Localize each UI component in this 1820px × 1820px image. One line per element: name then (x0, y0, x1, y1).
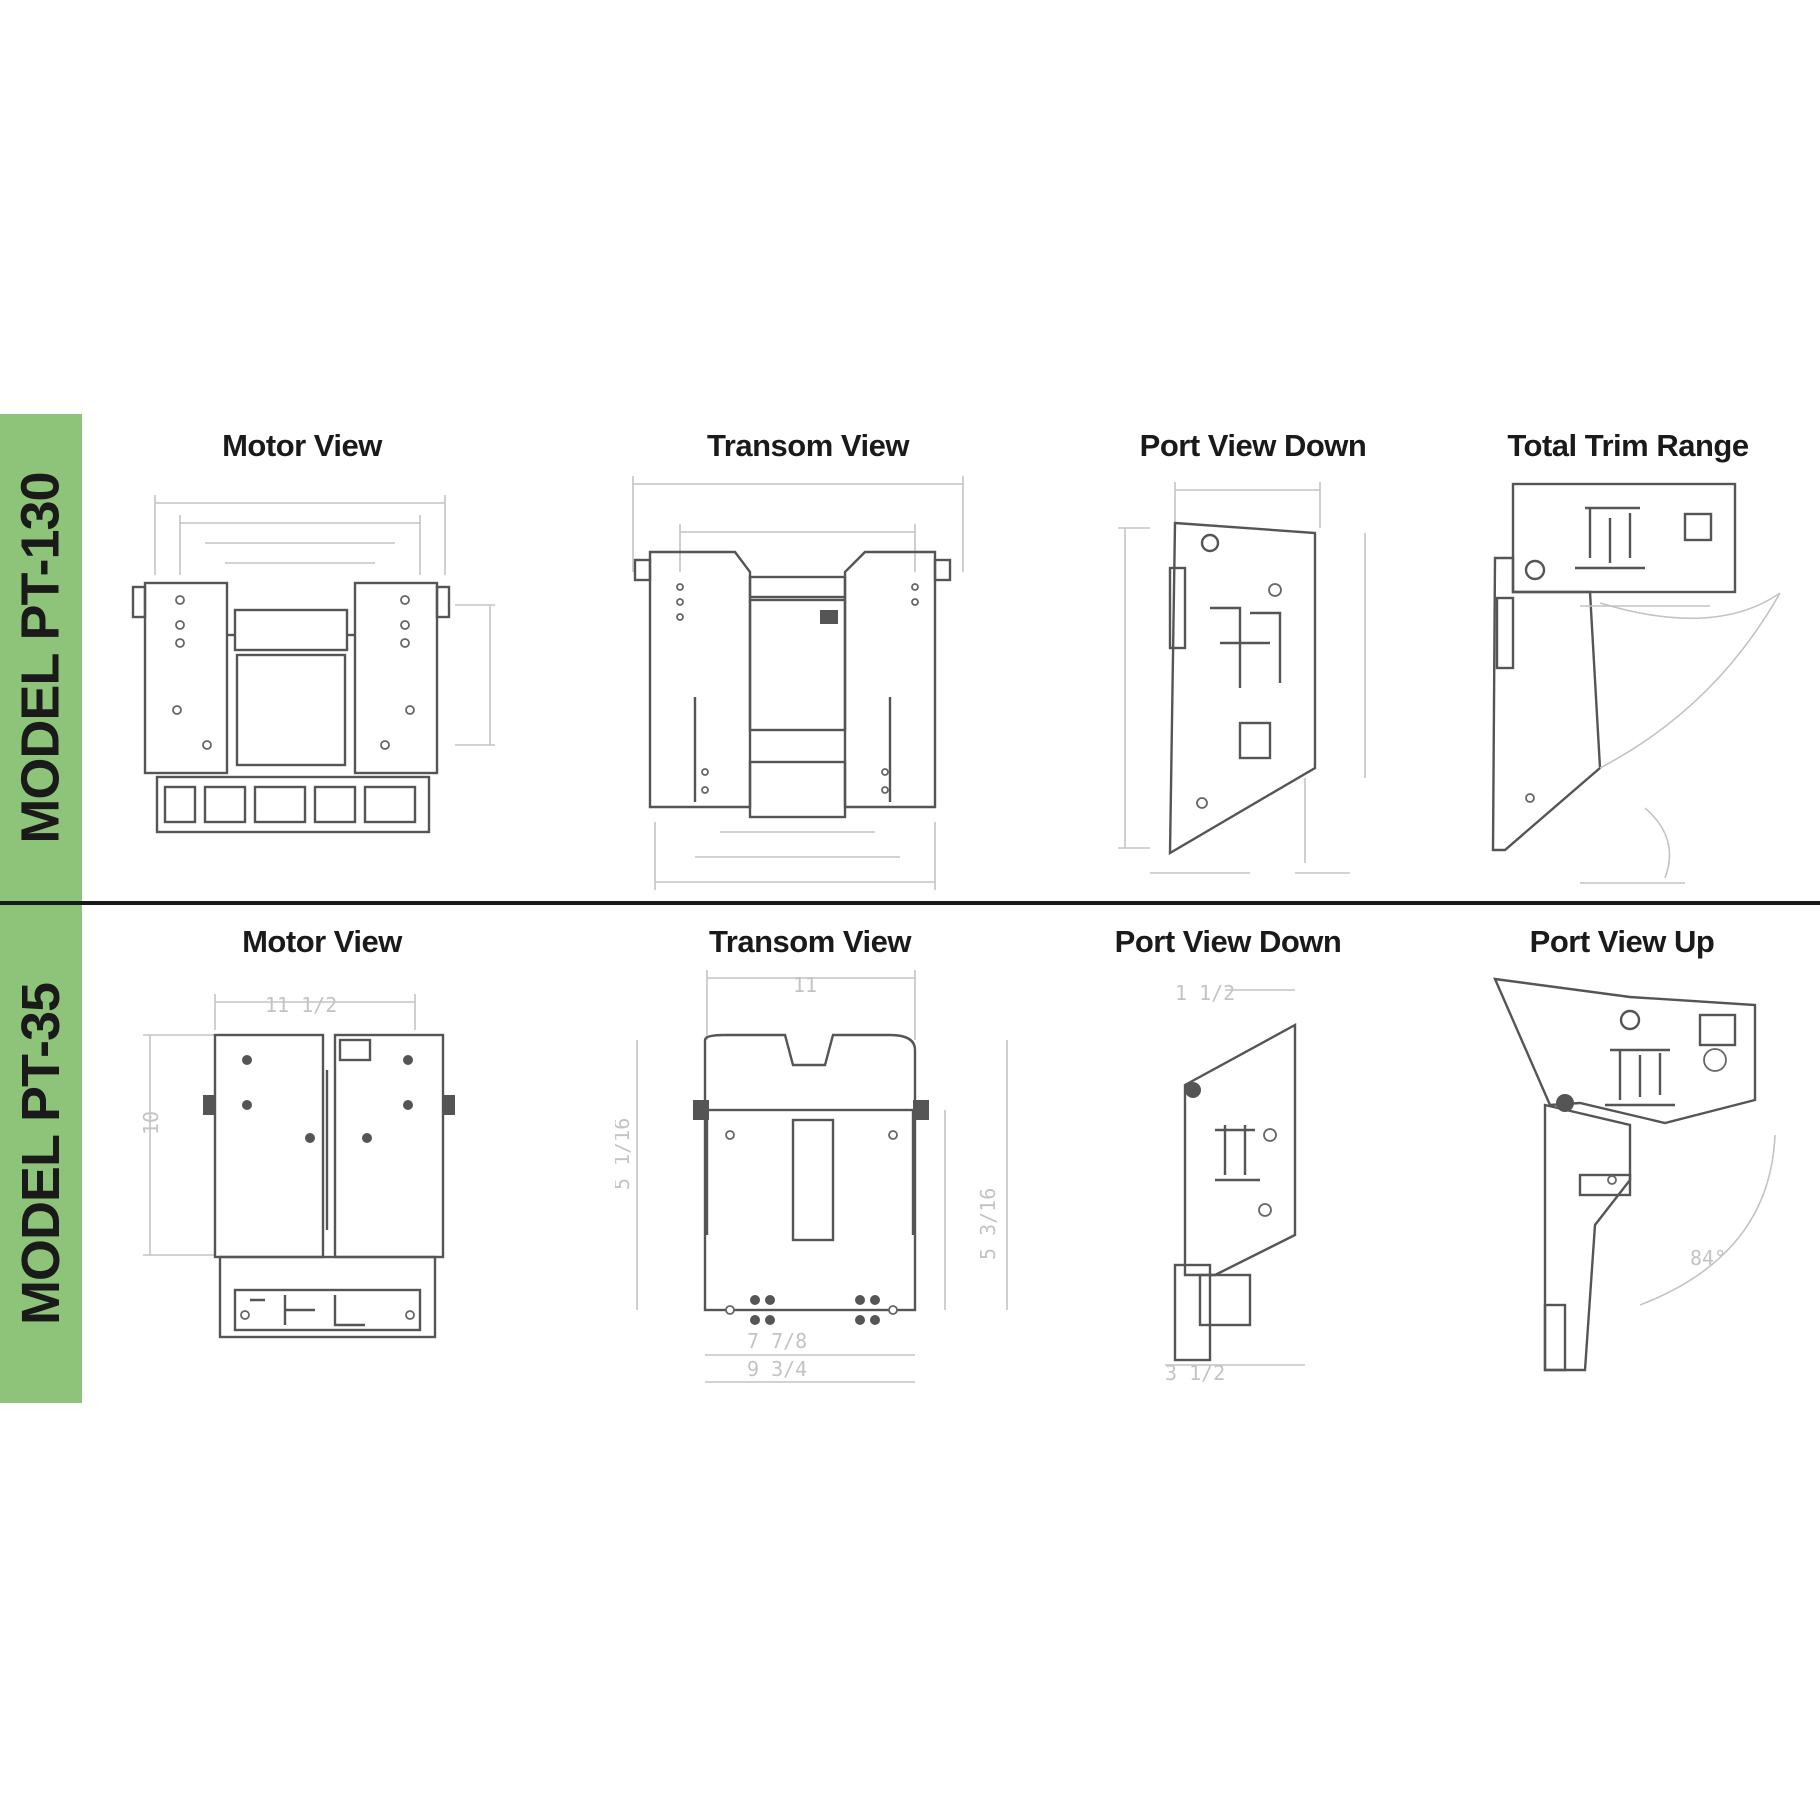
pt35-transom-left-dim: 5 1/16 (615, 1118, 634, 1190)
pt35-port-view-down-title: Port View Down (1114, 924, 1342, 959)
pt130-port-view-down-title: Port View Down (1139, 428, 1367, 463)
model-band-pt130: MODEL PT-130 (0, 414, 82, 901)
pt35-port-view-up-drawing: 84° (1490, 975, 1785, 1395)
pt35-motor-width-dim: 11 1/2 (265, 993, 337, 1017)
pt35-transom-view-title: Transom View (709, 924, 911, 959)
pt35-port-down-top-dim: 1 1/2 (1175, 981, 1235, 1005)
pt130-port-view-down-drawing (1110, 478, 1390, 890)
pt130-motor-view-title: Motor View (222, 428, 382, 463)
pt130-total-trim-range-title: Total Trim Range (1507, 428, 1749, 463)
pt35-port-view-up-title: Port View Up (1529, 924, 1715, 959)
model-band-pt35: MODEL PT-35 (0, 905, 82, 1403)
model-label-pt35: MODEL PT-35 (11, 982, 71, 1326)
pt35-port-up-angle-dim: 84° (1690, 1246, 1726, 1270)
pt35-transom-bottom1-dim: 7 7/8 (747, 1329, 807, 1353)
pt130-transom-view-drawing (625, 472, 970, 892)
model-label-pt130: MODEL PT-130 (11, 471, 71, 844)
pt35-motor-view-title: Motor View (242, 924, 402, 959)
pt130-motor-view-drawing (125, 495, 510, 850)
pt35-port-view-down-drawing: 1 1/2 3 1/2 (1155, 975, 1320, 1385)
pt130-total-trim-range-drawing (1485, 478, 1785, 890)
pt35-motor-height-dim: 10 (139, 1111, 163, 1135)
pt35-transom-view-drawing: 11 5 1/16 5 3/16 7 7/8 9 3/4 (615, 970, 1025, 1390)
pt130-transom-view-title: Transom View (707, 428, 909, 463)
pt35-transom-bottom2-dim: 9 3/4 (747, 1357, 807, 1381)
pt35-transom-width-dim: 11 (793, 973, 817, 997)
row-divider (0, 901, 1820, 905)
pt35-port-down-bottom-dim: 3 1/2 (1165, 1361, 1225, 1385)
pt35-transom-right-dim: 5 3/16 (976, 1188, 1000, 1260)
pt35-motor-view-drawing: 11 1/2 10 (135, 990, 470, 1355)
